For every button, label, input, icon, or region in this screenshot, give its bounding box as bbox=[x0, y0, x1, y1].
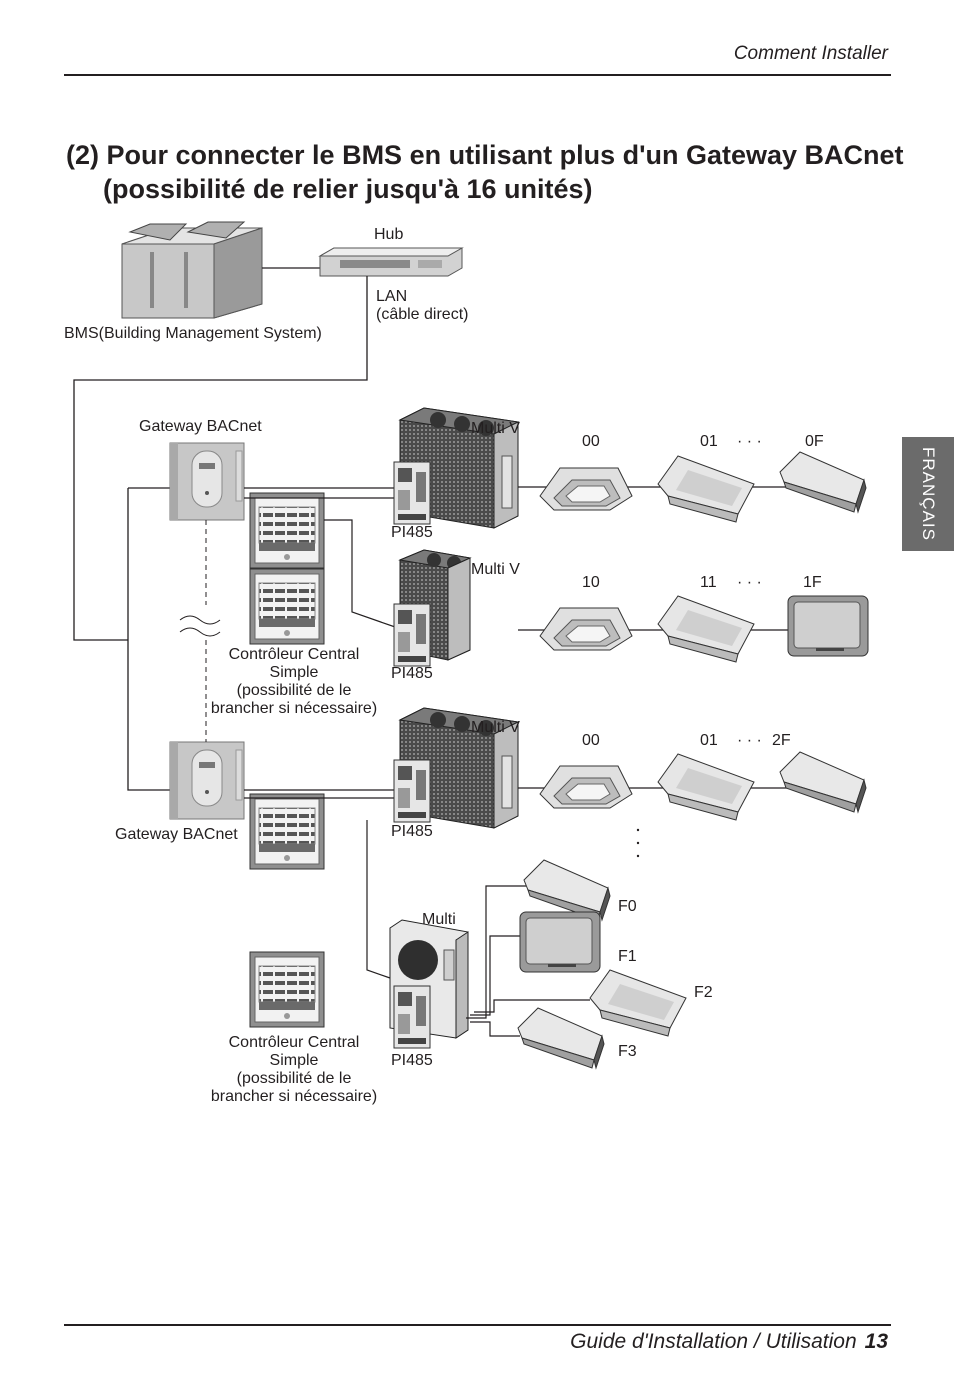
controller-label-1: Contrôleur Central Simple (possibilité d… bbox=[208, 646, 380, 718]
pi485-module-2 bbox=[393, 603, 431, 667]
central-controller-2 bbox=[249, 568, 325, 645]
controller-label-1-line-2: Simple bbox=[269, 664, 319, 681]
pi485-label-4: PI485 bbox=[391, 1052, 433, 1069]
pi485-label-2: PI485 bbox=[391, 665, 433, 682]
multi-v-label-2: Multi V bbox=[471, 561, 520, 578]
central-controller-3 bbox=[249, 793, 325, 870]
pi485-module-1 bbox=[393, 461, 431, 525]
indoor-cassette-00-b bbox=[539, 765, 633, 809]
controller-label-1-line-4: brancher si nécessaire) bbox=[210, 700, 378, 717]
multi-v-label-3: Multi V bbox=[471, 719, 520, 736]
language-tab: FRANÇAIS bbox=[902, 437, 954, 551]
address-row2-c: 1F bbox=[803, 574, 822, 591]
continuation-dots bbox=[636, 828, 640, 858]
hub-device bbox=[318, 247, 464, 277]
footer-rule bbox=[64, 1324, 891, 1326]
indoor-ceiling-01 bbox=[657, 455, 755, 523]
multi-unit-F1: F1 bbox=[618, 948, 637, 965]
pi485-module-4 bbox=[393, 985, 431, 1049]
controller-label-2-line-1: Contrôleur Central bbox=[228, 1034, 360, 1051]
indoor-cassette-10 bbox=[539, 607, 633, 651]
address-row1-b: 01 bbox=[700, 433, 718, 450]
indoor-wall-0F bbox=[779, 451, 867, 513]
controller-label-2-line-2: Simple bbox=[269, 1052, 319, 1069]
address-row1-c: 0F bbox=[805, 433, 824, 450]
central-controller-4 bbox=[249, 951, 325, 1028]
indoor-wall-2F bbox=[779, 751, 867, 813]
indoor-artcool-1F bbox=[787, 595, 869, 657]
rs485-wiring bbox=[244, 487, 399, 979]
controller-label-2-line-4: brancher si nécessaire) bbox=[210, 1088, 378, 1105]
gateway-bottom-label: Gateway BACnet bbox=[115, 826, 238, 843]
indoor-wall-F3 bbox=[517, 1007, 605, 1069]
bms-label: BMS(Building Management System) bbox=[64, 325, 322, 342]
central-controller-1 bbox=[249, 492, 325, 569]
footer-guide-title: Guide d'Installation / Utilisation bbox=[570, 1330, 857, 1353]
address-row3-c: 2F bbox=[772, 732, 791, 749]
address-row2-dots: · · · bbox=[737, 574, 762, 591]
pi485-module-3 bbox=[393, 759, 431, 823]
lan-cable-label: (câble direct) bbox=[376, 306, 469, 323]
multi-v-label-1: Multi V bbox=[471, 420, 520, 437]
indoor-ceiling-F2 bbox=[589, 969, 687, 1037]
indoor-ceiling-01-b bbox=[657, 753, 755, 821]
address-row3-b: 01 bbox=[700, 732, 718, 749]
section-header: Comment Installer bbox=[733, 43, 888, 64]
pi485-label-3: PI485 bbox=[391, 823, 433, 840]
pi485-label-1: PI485 bbox=[391, 524, 433, 541]
multi-unit-F2: F2 bbox=[694, 984, 713, 1001]
lan-label: LAN bbox=[376, 288, 408, 305]
controller-label-1-line-3: (possibilité de le bbox=[236, 682, 352, 699]
address-row3-a: 00 bbox=[582, 732, 600, 749]
address-row1-a: 00 bbox=[582, 433, 600, 450]
address-row2-a: 10 bbox=[582, 574, 600, 591]
multi-unit-F3: F3 bbox=[618, 1043, 637, 1060]
title-line-1: (2) Pour connecter le BMS en utilisant p… bbox=[66, 140, 904, 170]
lan-wiring bbox=[73, 276, 368, 791]
gateway-linkage bbox=[179, 520, 221, 742]
gateway-bacnet-bottom bbox=[169, 741, 245, 820]
controller-label-1-line-1: Contrôleur Central bbox=[228, 646, 360, 663]
title-line-2: (possibilité de relier jusqu'à 16 unités… bbox=[103, 174, 593, 204]
address-row2-b: 11 bbox=[700, 574, 717, 591]
multi-label: Multi bbox=[422, 911, 456, 928]
multi-unit-F0: F0 bbox=[618, 898, 637, 915]
indoor-ceiling-11 bbox=[657, 595, 755, 663]
hub-label: Hub bbox=[374, 226, 404, 243]
controller-label-2-line-3: (possibilité de le bbox=[236, 1070, 352, 1087]
page-number: 13 bbox=[864, 1330, 888, 1353]
indoor-cassette-00 bbox=[539, 467, 633, 511]
header-rule bbox=[64, 74, 891, 76]
address-row3-dots: · · · bbox=[737, 732, 762, 749]
address-row1-dots: · · · bbox=[737, 433, 762, 450]
gateway-top-label: Gateway BACnet bbox=[139, 418, 262, 435]
indoor-wall-F0 bbox=[523, 859, 611, 921]
gateway-bacnet-top bbox=[169, 442, 245, 521]
bms-workstation bbox=[121, 221, 263, 319]
page-footer: Guide d'Installation / Utilisation 13 bbox=[570, 1330, 888, 1354]
indoor-artcool-F1 bbox=[519, 911, 601, 973]
controller-label-2: Contrôleur Central Simple (possibilité d… bbox=[208, 1034, 380, 1106]
page-title: (2) Pour connecter le BMS en utilisant p… bbox=[66, 138, 904, 206]
